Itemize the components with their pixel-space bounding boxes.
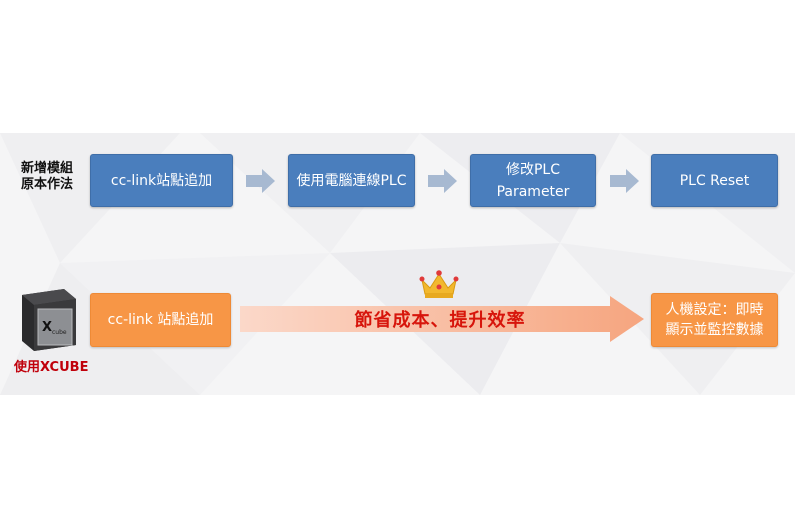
xcube-label: 使用XCUBE <box>14 360 89 375</box>
banner-text: 節省成本、提升效率 <box>354 310 526 331</box>
crown-icon <box>419 270 459 298</box>
banner-arrow-icon <box>240 296 644 342</box>
arrow-right-icon <box>610 169 639 193</box>
result-line1: 人機設定：即時 <box>665 302 764 318</box>
result-box: 人機設定：即時 顯示並監控數據 <box>651 293 778 347</box>
xcube-logo-x: X <box>42 320 52 335</box>
row1-label-line2: 原本作法 <box>21 177 74 192</box>
xcube-device-icon: X cube <box>22 289 76 351</box>
step-box-2: 使用電腦連線PLC <box>288 154 415 207</box>
step-box-1-text: cc-link站點追加 <box>110 172 213 189</box>
step-box-1: cc-link站點追加 <box>90 154 233 207</box>
step-box-3-line1: 修改PLC <box>505 161 561 178</box>
step-box-4: PLC Reset <box>651 154 778 207</box>
arrow-right-icon <box>246 169 275 193</box>
xcube-step-box: cc-link 站點追加 <box>90 293 231 347</box>
arrow-right-icon <box>428 169 457 193</box>
xcube-step-text: cc-link 站點追加 <box>107 312 214 328</box>
step-box-2-text: 使用電腦連線PLC <box>296 172 407 189</box>
result-line2: 顯示並監控數據 <box>665 322 764 338</box>
row1-label: 新增模組 原本作法 <box>21 161 73 193</box>
step-box-3-line2: Parameter <box>496 183 570 200</box>
row1-label-line1: 新增模組 <box>21 161 74 176</box>
step-box-4-text: PLC Reset <box>679 172 750 189</box>
xcube-logo-word: cube <box>52 329 67 336</box>
step-box-3: 修改PLC Parameter <box>470 154 596 207</box>
